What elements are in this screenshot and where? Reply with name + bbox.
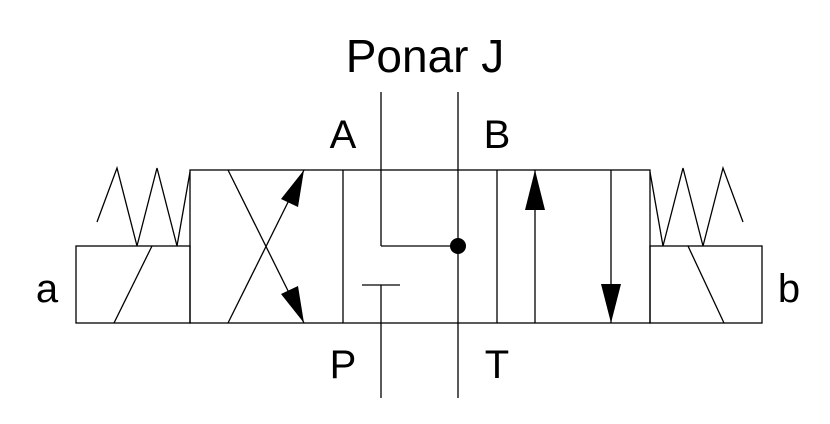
port-label-b: b <box>778 267 800 311</box>
parallel-arrow-down <box>601 284 621 323</box>
port-label-P: P <box>330 343 357 387</box>
port-label-A: A <box>330 113 357 157</box>
cross-arrow-up <box>281 170 304 207</box>
right-solenoid-diagonal <box>687 245 725 324</box>
valve-title: Ponar J <box>346 30 505 82</box>
port-label-B: B <box>484 113 511 157</box>
junction-dot <box>450 238 466 254</box>
valve-body <box>189 169 651 324</box>
parallel-arrow-up <box>525 170 545 210</box>
right-spring <box>649 165 744 247</box>
left-solenoid-diagonal <box>113 245 153 324</box>
left-spring <box>96 165 191 247</box>
cross-arrow-down <box>281 286 304 323</box>
port-label-T: T <box>485 343 509 387</box>
port-label-a: a <box>36 267 59 311</box>
